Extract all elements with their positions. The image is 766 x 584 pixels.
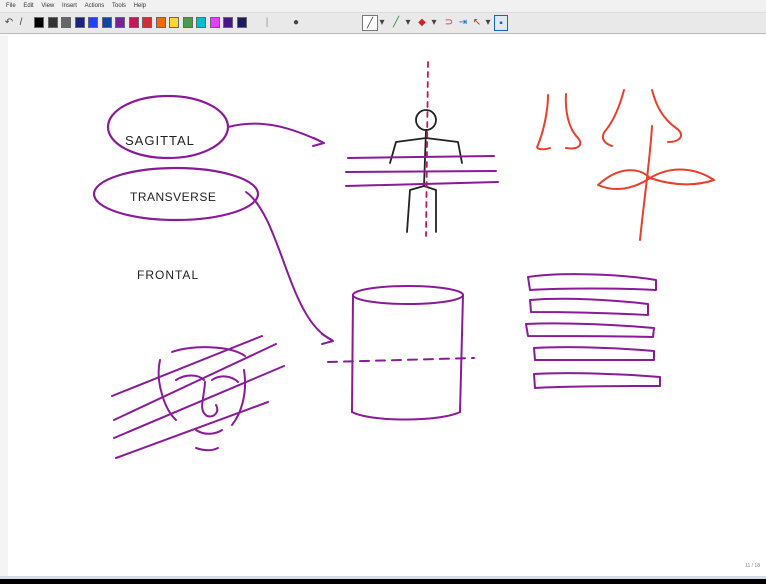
menu-bar: File Edit View Insert Actions Tools Help bbox=[0, 0, 766, 13]
pointer-dropdown-icon[interactable]: ▾ bbox=[485, 16, 491, 28]
eraser-icon[interactable]: ◆ bbox=[418, 16, 426, 28]
arrowhead-transverse bbox=[321, 333, 334, 345]
color-swatch[interactable] bbox=[182, 17, 193, 28]
menu-item-actions[interactable]: Actions bbox=[84, 3, 105, 9]
color-swatch[interactable] bbox=[128, 17, 139, 28]
menu-item-view[interactable]: View bbox=[41, 3, 55, 9]
cylinder-sketch bbox=[327, 285, 475, 421]
arrowhead-sagittal bbox=[312, 137, 325, 147]
page-number: 11 / 18 bbox=[745, 563, 760, 569]
color-swatch[interactable] bbox=[223, 17, 233, 28]
separator-icon: | bbox=[265, 16, 269, 28]
arrow-sagittal bbox=[227, 122, 323, 143]
transverse-ellipse bbox=[92, 166, 260, 222]
ink-drawing: SAGITTAL TRANSVERSE FRONTAL bbox=[92, 61, 715, 459]
color-swatch[interactable] bbox=[196, 17, 206, 28]
menu-item-file[interactable]: File bbox=[6, 3, 16, 9]
eraser-dropdown-icon[interactable]: ▾ bbox=[431, 16, 437, 28]
menu-item-help[interactable]: Help bbox=[133, 3, 147, 9]
face-planes-sketch bbox=[111, 335, 285, 459]
color-swatch[interactable] bbox=[209, 17, 220, 28]
color-swatch[interactable] bbox=[47, 17, 58, 28]
pen-tool-icon[interactable]: / bbox=[19, 16, 23, 28]
color-swatch[interactable] bbox=[236, 17, 247, 28]
arrow-transverse bbox=[245, 191, 333, 341]
bottom-strip bbox=[0, 576, 766, 579]
sagittal-ellipse bbox=[106, 94, 230, 160]
stick-figure bbox=[345, 61, 499, 237]
drawing-canvas[interactable]: SAGITTAL TRANSVERSE FRONTAL bbox=[8, 35, 766, 579]
undo-icon[interactable]: ↶ bbox=[4, 16, 14, 28]
highlighter-dropdown-icon[interactable]: ▾ bbox=[405, 16, 411, 28]
color-swatch[interactable] bbox=[169, 17, 179, 28]
pointer-icon[interactable]: ↖ bbox=[472, 16, 482, 28]
menu-item-edit[interactable]: Edit bbox=[23, 3, 34, 9]
color-swatch[interactable] bbox=[115, 17, 125, 28]
label-transverse: TRANSVERSE bbox=[130, 190, 216, 204]
label-frontal: FRONTAL bbox=[137, 268, 199, 282]
menu-item-insert[interactable]: Insert bbox=[61, 3, 77, 9]
lasso-icon[interactable]: ⊃ bbox=[444, 16, 454, 28]
hand-icon[interactable]: ▪ bbox=[494, 15, 508, 31]
color-swatch[interactable] bbox=[142, 17, 152, 28]
pen-icon[interactable]: ╱ bbox=[362, 15, 378, 31]
face-profile-sketch bbox=[536, 89, 715, 241]
color-swatch[interactable] bbox=[74, 17, 85, 28]
color-swatch[interactable] bbox=[34, 17, 44, 28]
color-swatch[interactable] bbox=[101, 17, 112, 28]
color-swatch[interactable] bbox=[88, 17, 98, 28]
color-swatch[interactable] bbox=[61, 17, 71, 28]
toolbar: ↶ / | ● ╱ ▾ ╱ ▾ ◆ ▾ ⊃ ⇥ ↖ ▾ ▪ bbox=[0, 13, 766, 34]
insert-space-icon[interactable]: ⇥ bbox=[458, 16, 468, 28]
palette-icon[interactable]: ● bbox=[292, 16, 300, 28]
highlighter-icon[interactable]: ╱ bbox=[392, 16, 400, 28]
menu-item-tools[interactable]: Tools bbox=[111, 3, 126, 9]
slice-stack bbox=[525, 273, 661, 389]
label-sagittal: SAGITTAL bbox=[125, 133, 195, 148]
pen-dropdown-icon[interactable]: ▾ bbox=[379, 16, 385, 28]
color-swatch[interactable] bbox=[155, 17, 166, 28]
